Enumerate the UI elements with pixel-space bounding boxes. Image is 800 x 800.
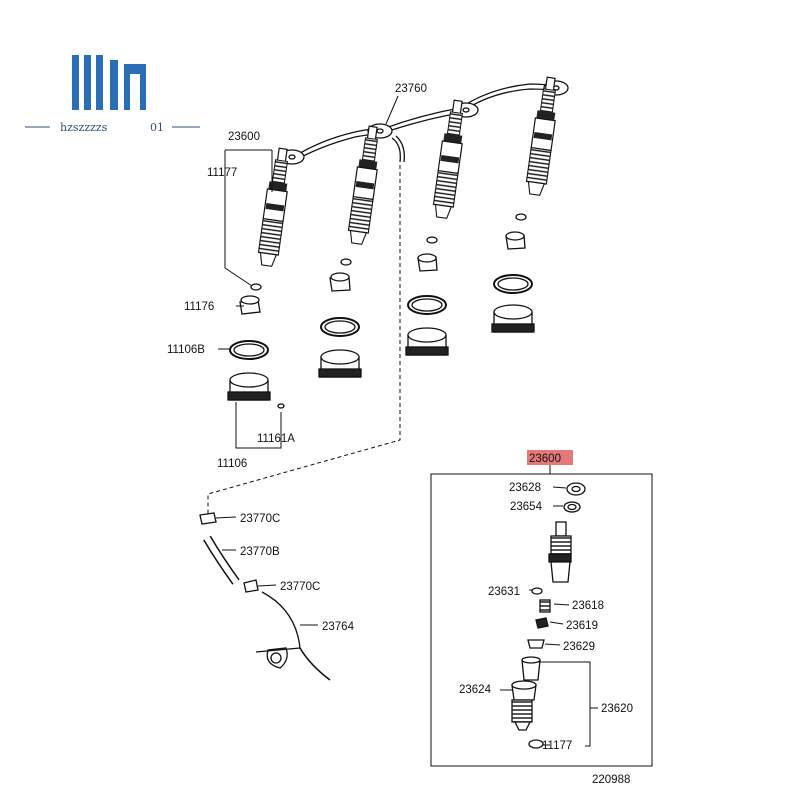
detail-parts: [511, 482, 586, 749]
label-23760: 23760: [395, 83, 427, 95]
injector-parts-stack: [227, 213, 535, 409]
label-11106B: 11106B: [167, 344, 205, 356]
label-23629: 23629: [563, 641, 595, 653]
label-23628: 23628: [509, 482, 541, 494]
leakoff-hose-assembly: [199, 512, 331, 681]
label-11177-box: 11177: [542, 740, 572, 752]
leader-lines-hose: [215, 516, 318, 626]
detail-box: [430, 473, 653, 767]
leader-lines-detail: [500, 486, 598, 747]
leader-lines-left: [218, 95, 399, 449]
highlight-23600: [527, 450, 573, 465]
watermark-text: hzszzzzs: [60, 121, 108, 134]
label-23764: 23764: [322, 621, 355, 633]
label-23770C-b: 23770C: [280, 581, 320, 593]
label-23620: 23620: [601, 703, 633, 715]
label-23619: 23619: [566, 620, 598, 632]
label-23654: 23654: [510, 501, 543, 513]
diagram-number: 220988: [592, 774, 630, 786]
dashed-connector: [207, 165, 401, 514]
watermark-number: 01: [150, 121, 164, 134]
watermark-logo: [25, 55, 200, 128]
label-23600-box: 23600: [529, 453, 561, 465]
label-23624: 23624: [459, 684, 492, 696]
label-11161A: 11161A: [257, 433, 295, 445]
label-23631: 23631: [488, 586, 520, 598]
label-23770B: 23770B: [240, 546, 280, 558]
label-11176: 11176: [184, 301, 214, 313]
label-23600-top: 23600: [228, 131, 260, 143]
injector-2: [346, 124, 384, 246]
injector-1: [256, 146, 294, 268]
label-11106: 11106: [217, 458, 247, 470]
label-11177-top: 11177: [207, 167, 237, 179]
label-23770C-a: 23770C: [240, 513, 280, 525]
label-23618: 23618: [572, 600, 604, 612]
